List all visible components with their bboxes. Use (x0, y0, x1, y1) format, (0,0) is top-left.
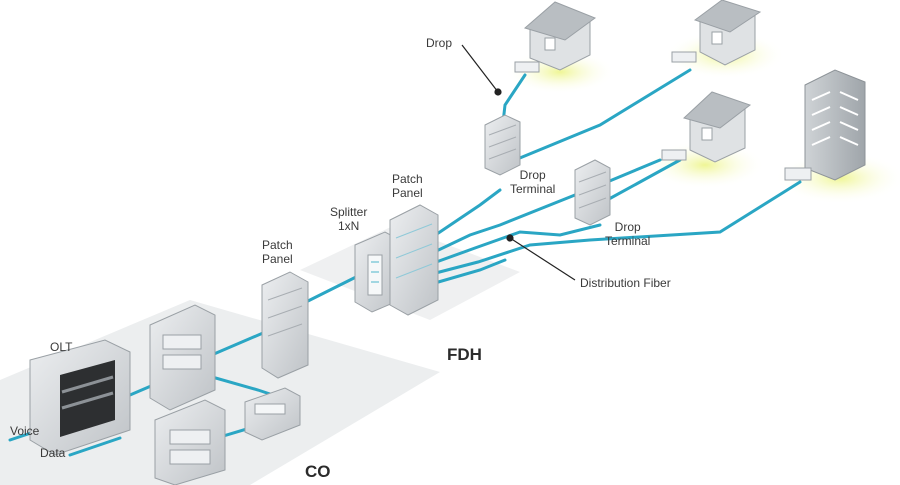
olt-rack (29, 339, 131, 456)
label-splitter-line2: 1xN (338, 219, 360, 233)
house-1 (514, 1, 597, 73)
drop-terminal-2 (574, 159, 611, 226)
fiber-bundle-4 (426, 258, 507, 287)
co-small-box (244, 387, 301, 441)
fiber-bundle-2 (426, 223, 602, 267)
fdh-patch-panel (389, 204, 439, 316)
fiber-to-splitter (298, 273, 362, 307)
label-data: Data (40, 446, 66, 460)
label-drop-terminal-2-line2: Terminal (605, 234, 651, 248)
splitter-unit (354, 231, 401, 313)
label-drop-terminal-2: Drop Terminal (605, 220, 650, 248)
label-drop-terminal-1: Drop Terminal (510, 168, 555, 196)
fiber-bundle-1 (426, 158, 662, 257)
label-voice: Voice (10, 424, 40, 438)
label-splitter-line1: Splitter (330, 205, 368, 219)
co-patch-panel (261, 271, 309, 379)
label-patch-panel-fdh: Patch Panel (392, 172, 423, 200)
label-drop-terminal-1-line2: Terminal (510, 182, 556, 196)
section-co: CO (305, 462, 331, 481)
label-olt: OLT (50, 340, 73, 354)
label-patch-panel-fdh-line2: Panel (392, 186, 423, 200)
house-2 (671, 0, 762, 66)
co-patch-cabinet (149, 304, 216, 411)
label-patch-panel-co-line1: Patch (262, 238, 293, 252)
section-fdh: FDH (447, 345, 482, 364)
fiber-dt2-home (596, 158, 682, 207)
fiber-data (68, 436, 122, 457)
house-3 (661, 91, 752, 163)
label-distribution-fiber: Distribution Fiber (580, 276, 671, 290)
label-patch-panel-fdh-line1: Patch (392, 172, 423, 186)
drop-terminal-1 (484, 114, 521, 176)
label-drop: Drop (426, 36, 453, 50)
label-patch-panel-co-line2: Panel (262, 252, 293, 266)
co-lower-cabinet (154, 399, 226, 485)
fiber-bundle-5 (426, 188, 502, 242)
leader-lines (461, 44, 576, 281)
fiber-drop-home-2 (513, 68, 692, 162)
label-patch-panel-co: Patch Panel (262, 238, 293, 266)
label-drop-terminal-1-line1: Drop (519, 168, 546, 182)
fiber-bundle-3 (426, 180, 802, 277)
label-splitter: Splitter 1xN (330, 205, 367, 233)
label-drop-terminal-2-line1: Drop (614, 220, 641, 234)
apartment-building (784, 69, 866, 181)
